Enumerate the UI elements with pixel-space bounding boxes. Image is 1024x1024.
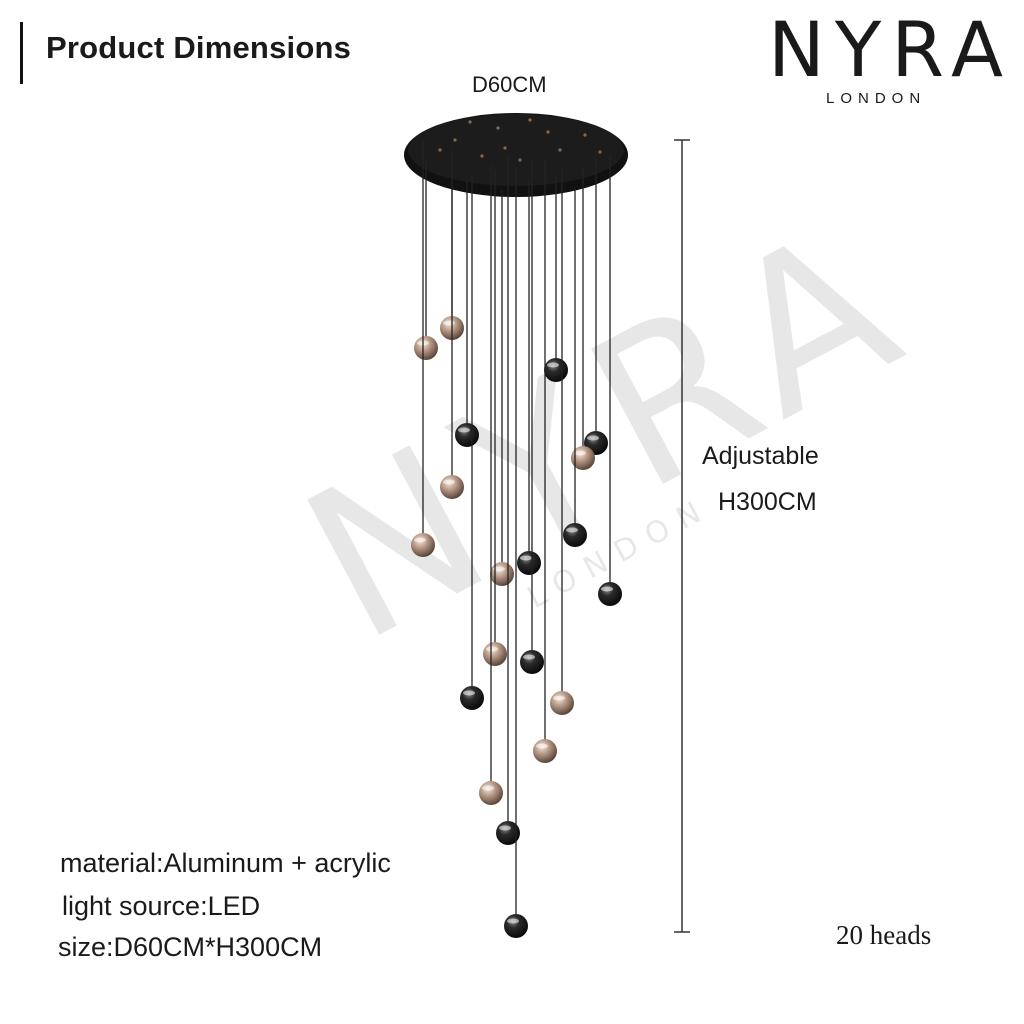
canopy-fitting (518, 158, 522, 162)
black-globe (563, 523, 587, 547)
canopy-fitting (558, 148, 562, 152)
height-dimension-line (674, 139, 690, 933)
globe-highlight (443, 479, 455, 485)
brand-logo: NYRA (768, 5, 1013, 94)
diameter-label: D60CM (472, 72, 547, 97)
globe-highlight (443, 320, 455, 326)
gold-globe (490, 562, 514, 586)
canopy-fitting (438, 148, 442, 152)
spec-material: material:Aluminum + acrylic (60, 848, 391, 878)
black-globe (598, 582, 622, 606)
canopy-fitting (503, 146, 507, 150)
globe-highlight (601, 586, 613, 592)
brand-logo-subtitle: LONDON (826, 90, 927, 107)
globe-highlight (547, 362, 559, 368)
spec-size: size:D60CM*H300CM (58, 932, 323, 962)
gold-globe (479, 781, 503, 805)
canopy-fitting (598, 150, 602, 154)
header-accent-bar (20, 22, 23, 84)
globe-highlight (463, 690, 475, 696)
ceiling-canopy (404, 113, 628, 197)
globe-highlight (414, 537, 426, 543)
globe-highlight (507, 918, 519, 924)
height-label-value: H300CM (718, 488, 817, 516)
globe-highlight (458, 427, 470, 433)
gold-globe (414, 336, 438, 360)
page-title: Product Dimensions (46, 30, 352, 65)
canopy-fitting (468, 120, 472, 124)
gold-globe (411, 533, 435, 557)
canopy-fitting (546, 130, 550, 134)
globe-highlight (493, 566, 505, 572)
globe-highlight (486, 646, 498, 652)
watermark: NYRA LONDON (269, 173, 948, 689)
globe-highlight (587, 435, 599, 441)
canopy-fitting (528, 118, 532, 122)
spec-light-source: light source:LED (62, 891, 261, 921)
black-globe (517, 551, 541, 575)
globe-highlight (574, 450, 586, 456)
globe-highlight (553, 695, 565, 701)
globe-highlight (482, 785, 494, 791)
canopy-fitting (480, 154, 484, 158)
gold-globe (550, 691, 574, 715)
black-globe (455, 423, 479, 447)
gold-globe (533, 739, 557, 763)
pendant-globes (411, 118, 622, 938)
canopy-fitting (583, 133, 587, 137)
gold-globe (483, 642, 507, 666)
gold-globe (440, 475, 464, 499)
canopy-fitting (453, 138, 457, 142)
black-globe (520, 650, 544, 674)
watermark-text: NYRA (269, 173, 948, 689)
heads-count-label: 20 heads (836, 920, 932, 950)
globe-highlight (523, 654, 535, 660)
black-globe (460, 686, 484, 710)
globe-highlight (536, 743, 548, 749)
globe-highlight (520, 555, 532, 561)
black-globe (504, 914, 528, 938)
globe-highlight (499, 825, 511, 831)
globe-highlight (566, 527, 578, 533)
height-label-adjustable: Adjustable (702, 442, 819, 470)
canopy-fitting (496, 126, 500, 130)
black-globe (544, 358, 568, 382)
